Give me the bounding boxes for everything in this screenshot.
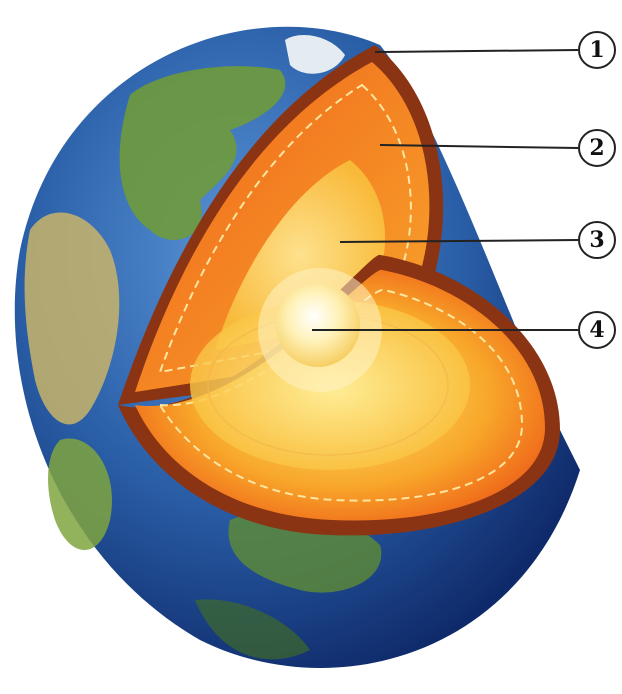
leader-lines	[312, 49, 579, 331]
leader-line-mantle	[379, 144, 579, 149]
leader-line-crust	[374, 49, 579, 53]
label-marker-1: 1	[578, 31, 616, 69]
continent-shape	[195, 599, 310, 660]
ice-cap-shape	[285, 35, 345, 74]
label-marker-4: 4	[578, 311, 616, 349]
leader-line-outer-core	[339, 239, 579, 243]
label-marker-2: 2	[578, 129, 616, 167]
continent-shape	[48, 438, 112, 550]
label-marker-3: 3	[578, 221, 616, 259]
continent-shape	[24, 212, 120, 425]
continent-shape	[119, 66, 286, 240]
